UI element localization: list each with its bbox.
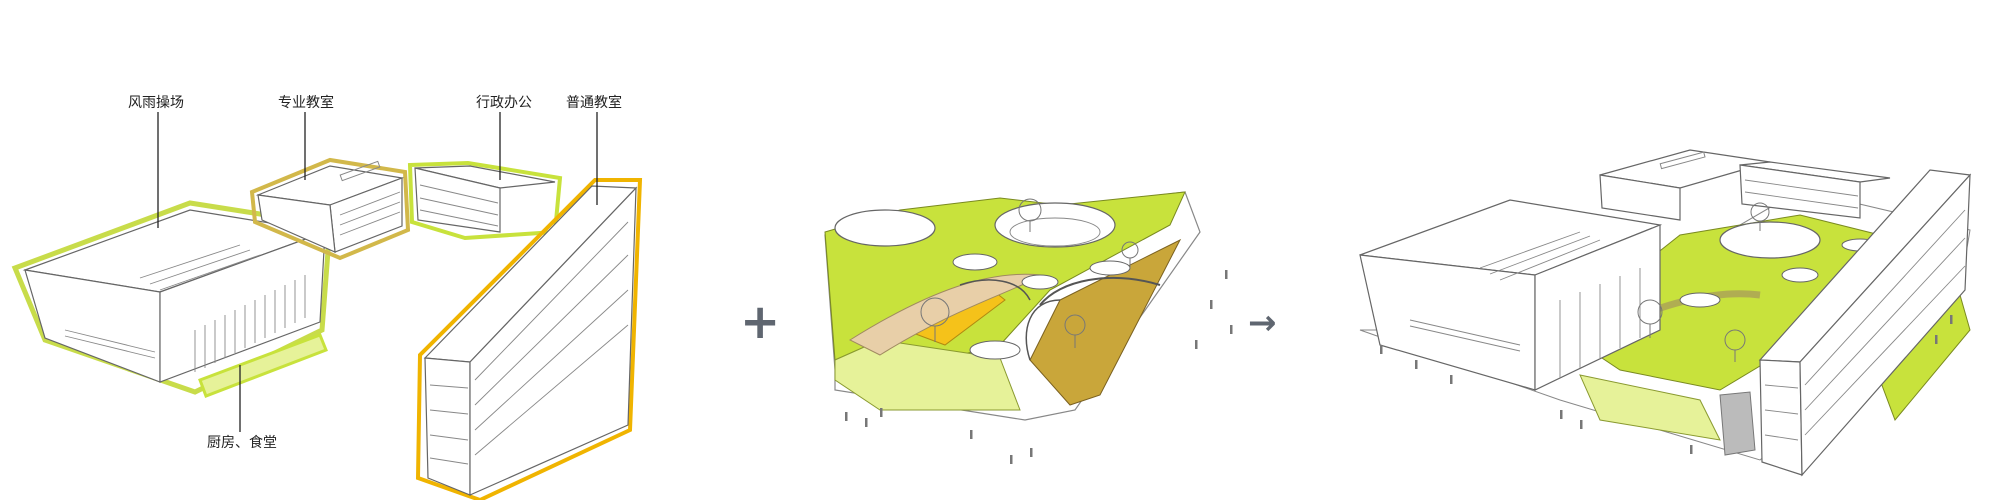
result-stair bbox=[1719, 391, 1756, 456]
result-people bbox=[1380, 315, 1953, 454]
rain-ground-facade-grille bbox=[194, 275, 306, 372]
label-general-classroom: 普通教室 bbox=[566, 94, 622, 111]
block-special-classroom bbox=[249, 157, 411, 261]
arrow-right-icon: → bbox=[1248, 303, 1277, 343]
result-back-block bbox=[1599, 149, 1891, 221]
block-kitchen-canteen bbox=[198, 333, 328, 398]
block-general-classroom bbox=[415, 178, 643, 500]
landscape-trees bbox=[920, 198, 1139, 348]
panel-landscape-ground bbox=[824, 191, 1233, 464]
panel-combined-result bbox=[1359, 149, 1972, 477]
label-rain-ground: 风雨操场 bbox=[128, 95, 184, 111]
label-admin-office: 行政办公 bbox=[476, 95, 532, 111]
result-general-classroom bbox=[1758, 169, 1972, 477]
panel-building-program: 风雨操场 专业教室 行政办公 普通教室 厨房、食堂 bbox=[11, 94, 643, 500]
result-trees bbox=[1637, 202, 1770, 362]
plus-icon: + bbox=[740, 294, 780, 350]
label-special-classroom: 专业教室 bbox=[278, 94, 334, 111]
block-admin-office bbox=[407, 160, 563, 241]
block-rain-ground bbox=[11, 200, 333, 395]
label-kitchen-canteen: 厨房、食堂 bbox=[207, 434, 277, 451]
landscape-people bbox=[845, 270, 1233, 464]
result-rain-ground bbox=[1359, 199, 1663, 391]
